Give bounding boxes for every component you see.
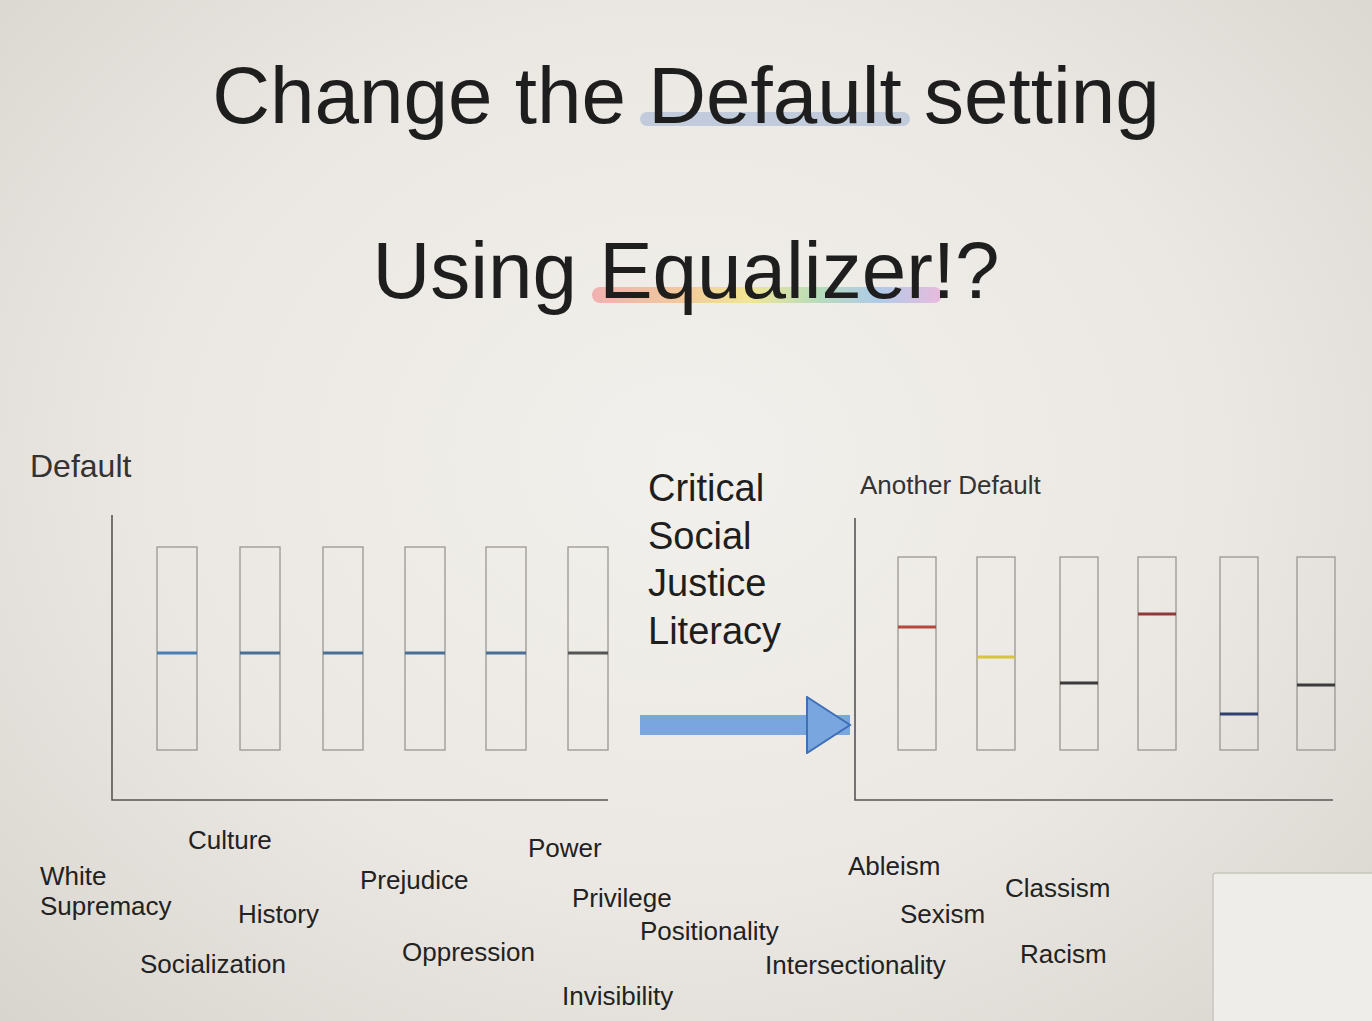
concept-word: Prejudice <box>360 866 468 896</box>
block-arrow <box>640 715 850 735</box>
concept-word: Sexism <box>900 900 985 930</box>
concept-word: White Supremacy <box>40 862 180 922</box>
concept-word: Positionality <box>640 917 779 947</box>
chart-panel: Default <box>20 440 640 810</box>
concept-word: Socialization <box>140 950 286 980</box>
edge-label: Critical Social Justice Literacy <box>648 465 828 655</box>
concept-word: Privilege <box>572 884 672 914</box>
concept-word: Invisibility <box>562 982 673 1012</box>
concept-word: Culture <box>188 826 272 856</box>
chart-heading: Another Default <box>860 470 1041 501</box>
concept-word: History <box>238 900 319 930</box>
concept-word: Intersectionality <box>765 951 946 981</box>
concept-word: Oppression <box>402 938 535 968</box>
concept-word: Power <box>528 834 602 864</box>
chart-heading: Default <box>30 448 131 485</box>
concept-word: Ableism <box>848 852 940 882</box>
chart-axes <box>112 515 1333 800</box>
paper-corner <box>1213 873 1372 1021</box>
concept-word: Racism <box>1020 940 1107 970</box>
chart-panel: Another Default <box>850 462 1350 810</box>
title-heading: Change the Default setting Using Equaliz… <box>136 8 1236 358</box>
concept-word: Classism <box>1005 874 1110 904</box>
